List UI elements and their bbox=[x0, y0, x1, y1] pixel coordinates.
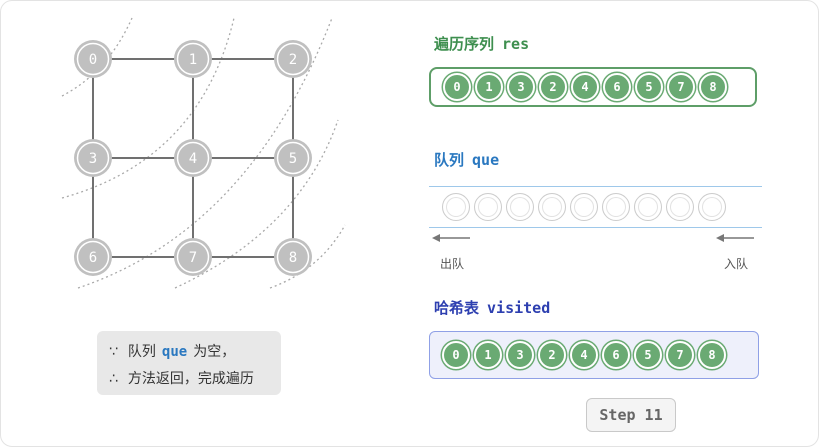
queue-slot-3 bbox=[538, 193, 566, 221]
note-line2-text: 方法返回，完成遍历 bbox=[127, 371, 254, 387]
bfs-wave-line bbox=[61, 17, 235, 199]
visited-title: 哈希表 visited bbox=[434, 297, 550, 318]
enqueue-label: 入队 bbox=[724, 257, 749, 271]
visited-item-3: 2 bbox=[538, 341, 566, 369]
graph-node-2: 2 bbox=[274, 40, 312, 78]
graph-node-6: 6 bbox=[74, 238, 112, 276]
res-item-7: 7 bbox=[667, 73, 695, 101]
graph-node-label: 4 bbox=[189, 151, 197, 167]
res-item-4: 4 bbox=[571, 73, 599, 101]
graph-node-label: 8 bbox=[289, 250, 297, 266]
graph-node-0: 0 bbox=[74, 40, 112, 78]
note-line-2: ∴ 方法返回，完成遍历 bbox=[109, 368, 254, 388]
note-line1-a: 队列 bbox=[127, 344, 156, 360]
dequeue-arrow-icon bbox=[432, 234, 470, 242]
queue-slot-1 bbox=[474, 193, 502, 221]
note-line-1: ∵ 队列 que 为空， bbox=[109, 341, 235, 361]
enqueue-arrow-icon bbox=[716, 234, 754, 242]
res-item-8: 8 bbox=[699, 73, 727, 101]
note-line1-code: que bbox=[161, 344, 188, 360]
queue-slot-2 bbox=[506, 193, 534, 221]
res-item-5: 6 bbox=[603, 73, 631, 101]
visited-item-7: 7 bbox=[666, 341, 694, 369]
queue-slot-6 bbox=[634, 193, 662, 221]
queue-top-line bbox=[429, 186, 762, 187]
graph-node-label: 5 bbox=[289, 151, 297, 167]
graph-node-3: 3 bbox=[74, 139, 112, 177]
graph-node-label: 1 bbox=[189, 52, 197, 68]
queue-slot-8 bbox=[698, 193, 726, 221]
queue-title-code: que bbox=[472, 151, 500, 169]
queue-slot-4 bbox=[570, 193, 598, 221]
graph-node-5: 5 bbox=[274, 139, 312, 177]
graph-node-7: 7 bbox=[174, 238, 212, 276]
note-line1-b: 为空， bbox=[193, 344, 236, 360]
graph-node-label: 7 bbox=[189, 250, 197, 266]
step-indicator-button[interactable]: Step 11 bbox=[586, 398, 676, 432]
res-item-2: 3 bbox=[507, 73, 535, 101]
graph-node-label: 6 bbox=[89, 250, 97, 266]
because-symbol: ∵ bbox=[109, 344, 118, 360]
graph-nodes: 0 1 2 3 4 5 6 7 8 bbox=[74, 40, 312, 276]
visited-item-4: 4 bbox=[570, 341, 598, 369]
visited-title-cn: 哈希表 bbox=[434, 299, 480, 317]
res-title-cn: 遍历序列 bbox=[434, 35, 495, 53]
res-item-6: 5 bbox=[635, 73, 663, 101]
queue-slot-7 bbox=[666, 193, 694, 221]
res-item-0: 0 bbox=[443, 73, 471, 101]
queue-bottom-line bbox=[429, 227, 762, 228]
dequeue-label: 出队 bbox=[440, 257, 465, 271]
queue-title: 队列 que bbox=[434, 149, 499, 170]
graph-node-label: 2 bbox=[289, 52, 297, 68]
res-title: 遍历序列 res bbox=[434, 33, 529, 54]
visited-title-code: visited bbox=[487, 299, 551, 317]
therefore-symbol: ∴ bbox=[109, 371, 118, 387]
graph-node-label: 3 bbox=[89, 151, 97, 167]
graph-node-label: 0 bbox=[89, 52, 97, 68]
visited-item-8: 8 bbox=[698, 341, 726, 369]
bfs-wave-line bbox=[174, 119, 339, 289]
graph-node-8: 8 bbox=[274, 238, 312, 276]
graph-node-4: 4 bbox=[174, 139, 212, 177]
visited-item-0: 0 bbox=[442, 341, 470, 369]
graph-node-1: 1 bbox=[174, 40, 212, 78]
queue-slot-0 bbox=[442, 193, 470, 221]
res-item-1: 1 bbox=[475, 73, 503, 101]
queue-slots bbox=[441, 193, 727, 221]
visited-item-5: 6 bbox=[602, 341, 630, 369]
queue-slot-5 bbox=[602, 193, 630, 221]
bfs-wave-line bbox=[269, 224, 346, 289]
queue-title-cn: 队列 bbox=[434, 151, 465, 169]
explanation-note: ∵ 队列 que 为空， ∴ 方法返回，完成遍历 bbox=[97, 331, 281, 395]
res-title-code: res bbox=[502, 35, 530, 53]
visited-item-2: 3 bbox=[506, 341, 534, 369]
visited-item-1: 1 bbox=[474, 341, 502, 369]
visited-item-6: 5 bbox=[634, 341, 662, 369]
res-item-3: 2 bbox=[539, 73, 567, 101]
